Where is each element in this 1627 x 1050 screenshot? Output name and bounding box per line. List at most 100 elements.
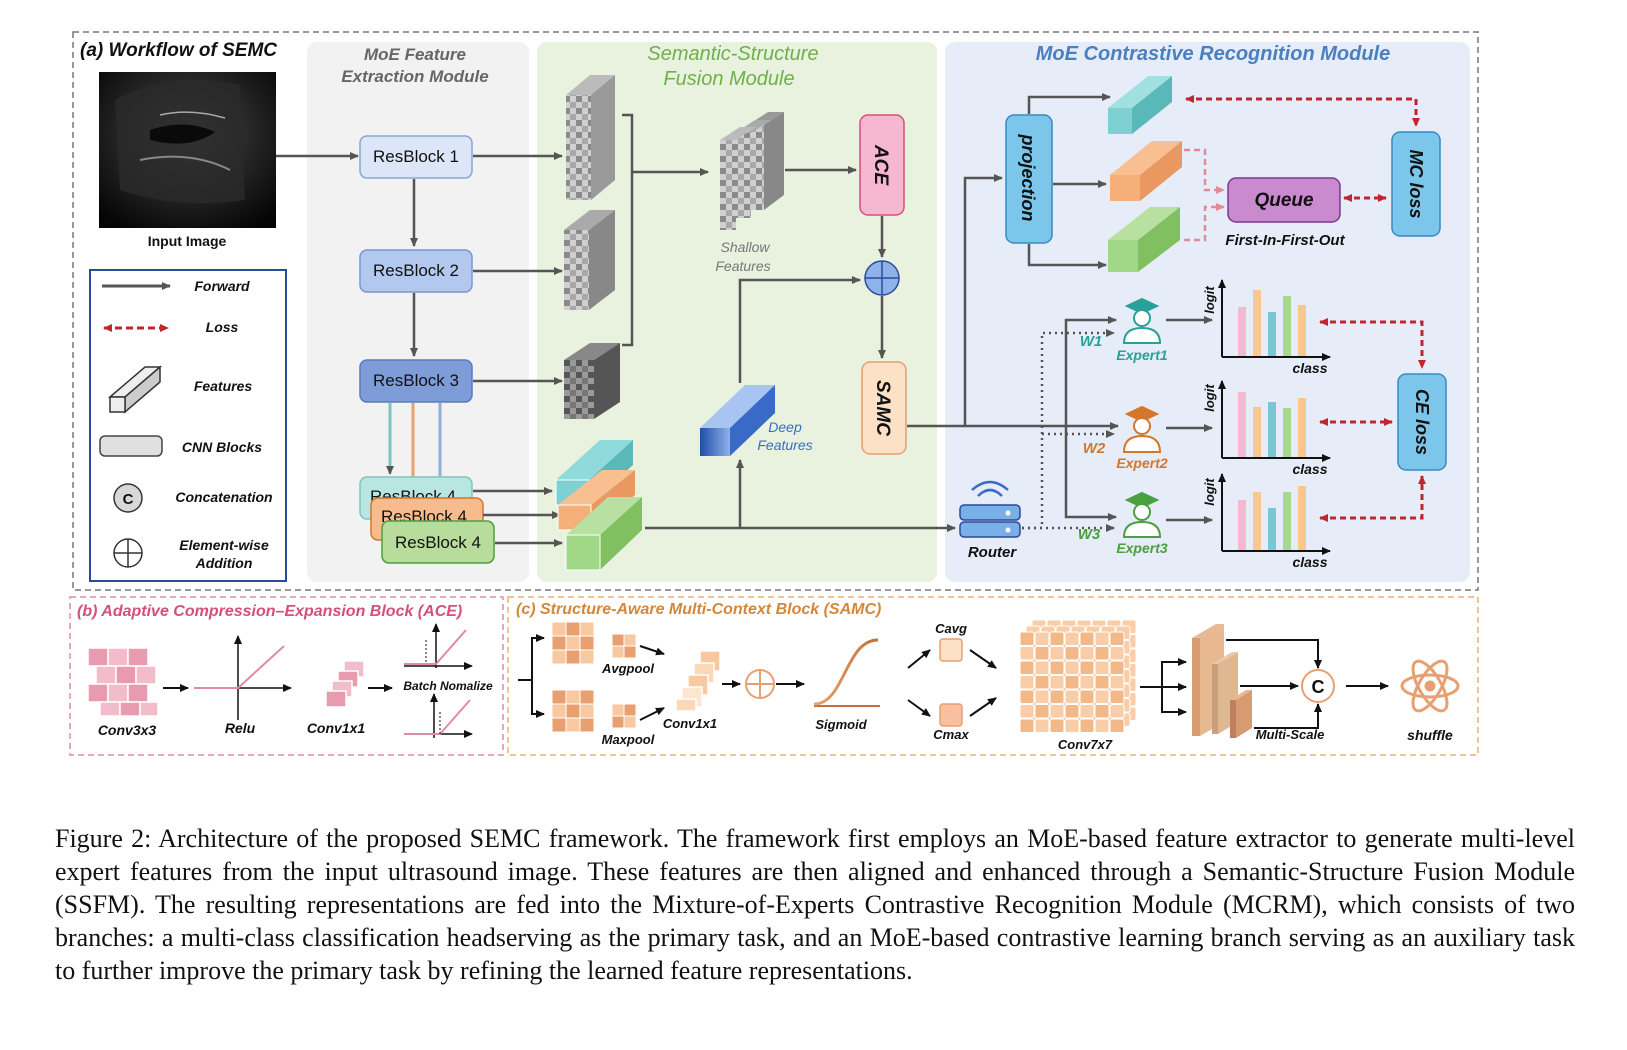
conv7x7-cell [1109, 718, 1125, 733]
conv7x7-label: Conv7x7 [1058, 737, 1113, 752]
shallow-features-stack [720, 112, 784, 230]
resblock-4c-label: ResBlock 4 [395, 533, 481, 552]
element-wise-add-node [864, 260, 900, 296]
resblock-3-label: ResBlock 3 [373, 371, 459, 390]
expert3-label: Expert3 [1116, 540, 1168, 556]
legend-concat-symbol: C [123, 491, 134, 508]
ms-bottom-to-concat-arrow [1254, 703, 1322, 729]
expert1-icon [1122, 297, 1162, 344]
conv1x1-label-c: Conv1x1 [663, 716, 717, 731]
conv7-branch-top-arrow [1161, 658, 1187, 687]
ace-label: ACE [870, 144, 891, 186]
avgpool-label: Avgpool [601, 661, 654, 676]
conv7x7-cell [1109, 631, 1125, 646]
legend-box [89, 269, 287, 582]
conv7x7-cell [1079, 631, 1095, 646]
cavg-box [939, 638, 963, 662]
fifo-label: First-In-First-Out [1225, 232, 1345, 249]
shuffle-atom-icon [1400, 659, 1460, 713]
avgpool-grid-icon [551, 621, 637, 665]
samc-to-expert3-arrow [1064, 426, 1117, 521]
conv1x1-label-b: Conv1x1 [307, 720, 366, 736]
conv7x7-cell [1049, 689, 1065, 704]
resblock-1 [359, 135, 473, 179]
conv7x7-cell [1109, 660, 1125, 675]
panel-a-frame [72, 31, 1479, 591]
resblock-2-label: ResBlock 2 [373, 261, 459, 280]
ace-block [859, 114, 905, 216]
conv7x7-cell [1049, 631, 1065, 646]
resblock-4-expert3 [381, 520, 495, 564]
deep-features-block [700, 385, 775, 456]
ms-top-to-concat-arrow [1226, 639, 1322, 669]
conv7x7-cell [1109, 689, 1125, 704]
conv7x7-cell [1109, 704, 1125, 719]
conv7x7-cell [1034, 704, 1050, 719]
deep-to-add-arrow [738, 276, 861, 383]
relu-plot-icon [194, 635, 292, 720]
maxpool-grid-icon [551, 689, 637, 733]
moe-module-title-1: MoE Feature [364, 45, 466, 64]
semc-architecture-diagram: (a) Workflow of SEMC MoE Feature Extract… [69, 31, 1479, 756]
cavg-label: Cavg [935, 621, 967, 636]
class-axis-label-3: class [1292, 554, 1327, 570]
multiscale-blocks-icon [1192, 624, 1252, 738]
legend-add-label-2: Addition [195, 555, 253, 571]
weight-w1: W1 [1080, 333, 1103, 350]
resblock-1-label: ResBlock 1 [373, 147, 459, 166]
expert1-label: Expert1 [1116, 347, 1168, 363]
logit-chart-expert1 [1218, 279, 1331, 361]
conv7x7-cell [1094, 631, 1110, 646]
projected-feature-orange [1110, 141, 1182, 201]
ce-loss-arrow-1 [1319, 318, 1426, 369]
cyan-mcloss-arrow [1185, 95, 1420, 127]
conv7x7-cell [1049, 718, 1065, 733]
conv7x7-cell [1094, 718, 1110, 733]
weight-w3: W3 [1078, 526, 1101, 543]
concat-node-c [1301, 669, 1335, 703]
conv7x7-cell [1094, 675, 1110, 690]
resblock-2 [359, 249, 473, 293]
conv7x7-cell [1064, 660, 1080, 675]
conv7x7-cell [1049, 646, 1065, 661]
projection-block [1005, 114, 1053, 244]
conv3x3-cube-icon [87, 647, 159, 717]
conv7x7-cell [1064, 646, 1080, 661]
batchnorm-label: Batch Nomalize [403, 679, 493, 693]
shallow-features-label-1: Shallow [720, 239, 770, 255]
projected-feature-cyan [1108, 76, 1172, 134]
ce-loss-label: CE loss [1412, 389, 1432, 455]
conv7x7-cell [1109, 675, 1125, 690]
conv7x7-cell [1094, 689, 1110, 704]
logit-axis-label-2: logit [1202, 384, 1217, 412]
projection-label: projection [1018, 133, 1038, 221]
green-to-queue-arrow [1184, 203, 1225, 242]
legend-features-label: Features [194, 378, 253, 394]
to-avgpool-arrow [518, 634, 545, 681]
projection-to-green-arrow [1027, 244, 1107, 269]
deep-features-label-1: Deep [768, 419, 802, 435]
conv7-branch-bottom-arrow [1161, 687, 1187, 716]
conv7x7-cell [1049, 704, 1065, 719]
queue-label: Queue [1254, 190, 1314, 211]
legend-concat-icon [113, 483, 143, 513]
samc-to-expert1-arrow [1064, 316, 1117, 426]
expert2-label: Expert2 [1116, 455, 1168, 471]
conv7x7-cell [1034, 660, 1050, 675]
projection-to-cyan-arrow [1027, 93, 1111, 114]
panel-c-frame [507, 596, 1479, 756]
samc-block [861, 361, 907, 455]
panel-a-title: (a) Workflow of SEMC [80, 40, 277, 61]
panel-c-title: (c) Structure-Aware Multi-Context Block … [516, 601, 881, 618]
conv7x7-cell [1019, 631, 1035, 646]
maxpool-to-conv-arrow [639, 707, 665, 721]
conv3x3-label: Conv3x3 [98, 722, 157, 738]
mc-loss-label: MC loss [1406, 149, 1426, 218]
resblock-3 [359, 359, 473, 403]
orange-to-queue-arrow [1184, 148, 1225, 194]
sigmoid-curve-icon [813, 638, 880, 707]
multiscale-label: Multi-Scale [1256, 727, 1325, 742]
mc-loss-block [1391, 131, 1441, 237]
conv7x7-cell [1064, 689, 1080, 704]
conv7x7-cell [1019, 675, 1035, 690]
